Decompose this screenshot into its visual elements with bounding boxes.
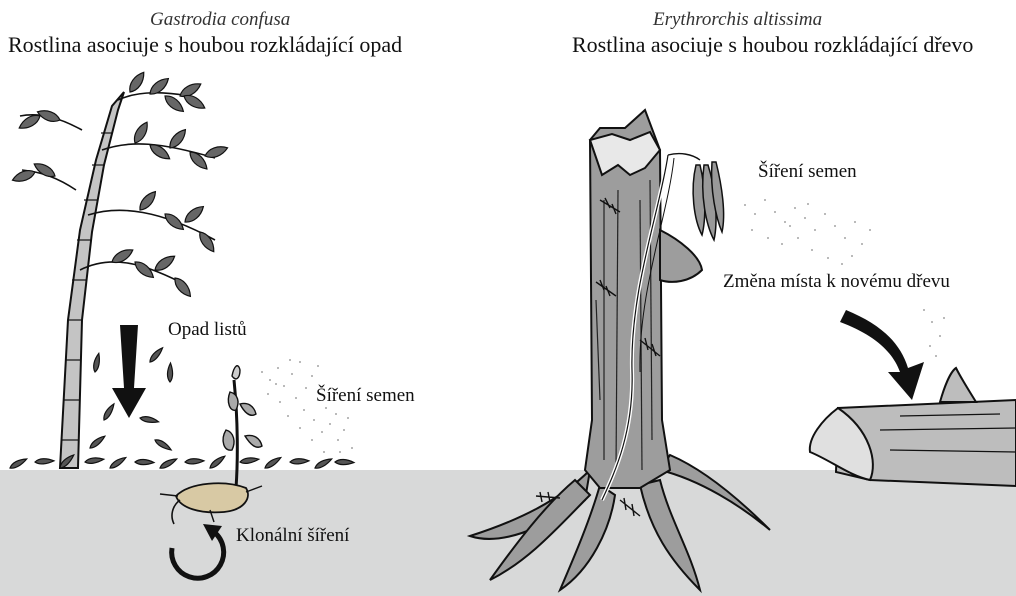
seed-cloud-left <box>261 359 353 453</box>
left-species-name: Gastrodia confusa <box>150 10 290 29</box>
right-heading: Rostlina asociuje s houbou rozkládající … <box>572 34 973 56</box>
dead-tree-stump <box>536 110 702 516</box>
seed-dispersal-label-right: Šíření semen <box>758 162 857 181</box>
leaf-fall-arrow <box>112 325 146 418</box>
right-species-name: Erythrorchis altissima <box>653 10 822 29</box>
bamboo-plant <box>11 70 229 468</box>
clonal-spread-label: Klonální šíření <box>236 526 349 545</box>
move-to-new-wood-label: Změna místa k novému dřevu <box>723 272 950 291</box>
seed-dispersal-label-left: Šíření semen <box>316 386 415 405</box>
left-heading: Rostlina asociuje s houbou rozkládající … <box>8 34 402 56</box>
leaf-litter-label: Opad listů <box>168 320 247 339</box>
move-arrow <box>840 310 924 400</box>
seed-pods <box>668 154 724 240</box>
